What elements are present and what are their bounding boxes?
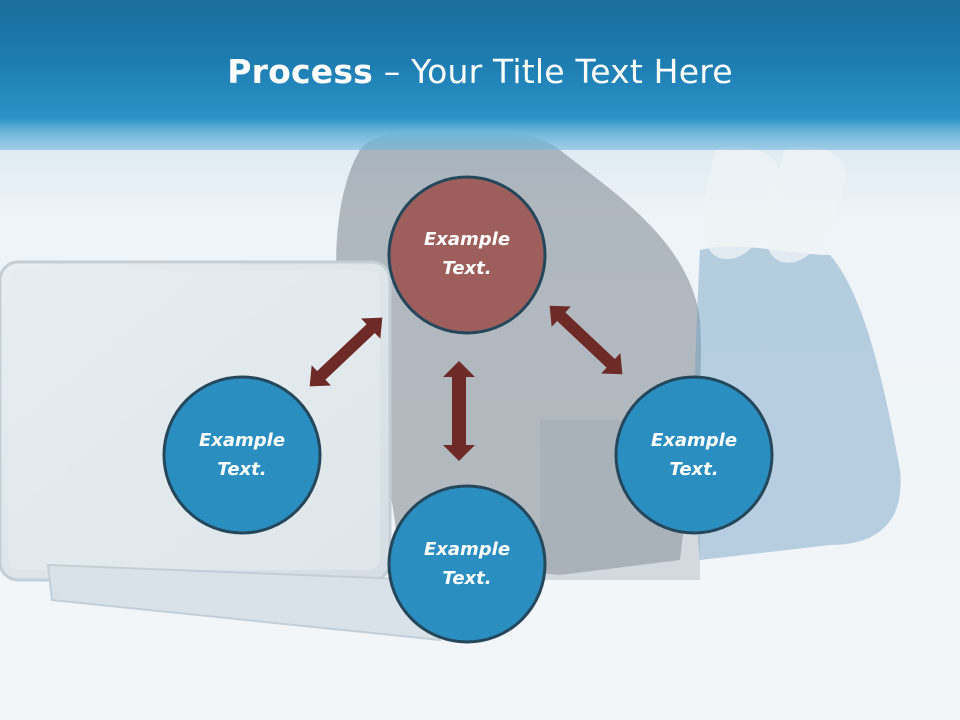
title-bold: Process [227, 52, 374, 91]
header-band [0, 0, 960, 150]
laptop-base [46, 563, 442, 642]
circle-top [387, 175, 547, 335]
arrow-top-right [549, 305, 623, 375]
arrow-vertical [443, 361, 475, 461]
circle-bottom [387, 484, 547, 644]
node-label-bottom: Example Text. [392, 535, 542, 593]
shoe-right [764, 146, 846, 263]
shoe-left [703, 146, 780, 260]
slide-title: Process – Your Title Text Here [0, 52, 960, 91]
node-label-top: Example Text. [392, 225, 542, 283]
circle-left [162, 375, 322, 535]
node-right-line1: Example [650, 430, 738, 451]
node-top-line1: Example [423, 229, 511, 250]
node-label-left: Example Text. [167, 426, 317, 484]
arrow-top-left [309, 317, 383, 387]
node-left-line2: Text. [217, 459, 267, 480]
title-rest: – Your Title Text Here [373, 52, 733, 91]
node-top-line2: Text. [442, 258, 492, 279]
node-left-line1: Example [198, 430, 286, 451]
node-label-right: Example Text. [619, 426, 769, 484]
node-right-line2: Text. [669, 459, 719, 480]
circle-right [614, 375, 774, 535]
node-bottom-line1: Example [423, 539, 511, 560]
node-bottom-line2: Text. [442, 568, 492, 589]
